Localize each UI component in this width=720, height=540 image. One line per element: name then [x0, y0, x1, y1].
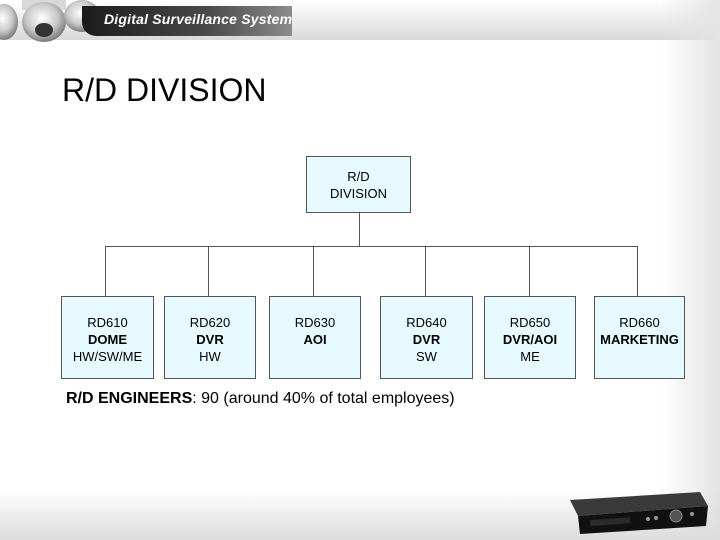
connector-rd610 — [105, 246, 106, 296]
unit-focus: DVR/AOI — [502, 332, 558, 347]
unit-scope: HW/SW/ME — [72, 349, 143, 364]
unit-code: RD660 — [619, 315, 660, 330]
unit-code: RD640 — [406, 315, 447, 330]
unit-code: RD650 — [509, 315, 551, 330]
banner-title: Digital Surveillance System — [104, 11, 293, 27]
unit-code: RD610 — [87, 315, 128, 330]
connector-rd660 — [637, 246, 638, 296]
connector-rd650 — [529, 246, 530, 296]
connector-rd630 — [313, 246, 314, 296]
org-unit-rd660: RD660 MARKETING — [594, 296, 685, 379]
unit-scope: ME — [520, 349, 540, 364]
connector-rd640 — [425, 246, 426, 296]
connector-horizontal-bar — [105, 246, 638, 247]
unit-focus: DVR — [196, 332, 224, 347]
note-text: : 90 (around 40% of total employees) — [192, 390, 455, 407]
org-root-line-1: R/D — [347, 169, 370, 184]
org-unit-rd610: RD610 DOME HW/SW/ME — [61, 296, 154, 379]
unit-code: RD630 — [294, 315, 336, 330]
page-title: R/D DIVISION — [62, 72, 267, 108]
unit-scope: HW — [199, 349, 221, 364]
org-unit-rd640: RD640 DVR SW — [380, 296, 473, 379]
org-root-line-2: DIVISION — [329, 186, 388, 201]
org-unit-rd630: RD630 AOI — [269, 296, 361, 379]
background-gradient-right — [660, 0, 720, 540]
org-root-node: R/D DIVISION — [306, 156, 411, 213]
connector-root-stem — [359, 213, 360, 246]
dvr-device-image — [570, 492, 708, 534]
org-unit-rd620: RD620 DVR HW — [164, 296, 256, 379]
unit-focus: DVR — [412, 332, 441, 347]
connector-rd620 — [208, 246, 209, 296]
unit-focus: AOI — [303, 332, 327, 347]
unit-scope: SW — [416, 349, 437, 364]
org-unit-rd650: RD650 DVR/AOI ME — [484, 296, 576, 379]
unit-code: RD620 — [189, 315, 231, 330]
engineer-count-note: R/D ENGINEERS: 90 (around 40% of total e… — [66, 390, 455, 408]
unit-focus: DOME — [88, 332, 127, 347]
banner-background — [82, 6, 292, 36]
unit-focus: MARKETING — [600, 332, 679, 347]
note-label: R/D ENGINEERS — [66, 390, 193, 407]
